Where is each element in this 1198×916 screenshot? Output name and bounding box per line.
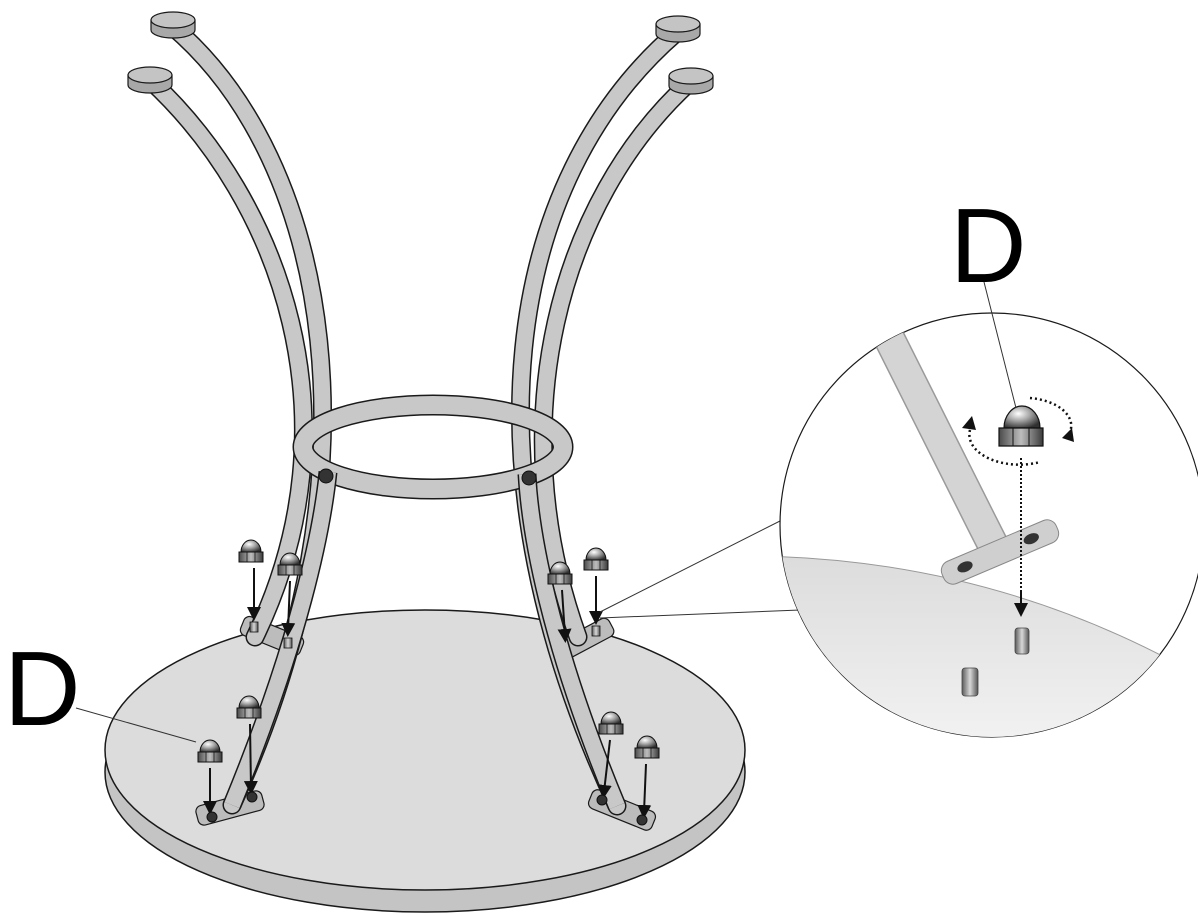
foot-cap [127,66,173,94]
down-arrow-icon [281,580,296,637]
support-ring [223,394,626,810]
stud [249,621,259,633]
detail-magnifier [779,312,1198,738]
detail-leader-lines [599,519,801,619]
rotate-arrows-icon [962,396,1074,466]
part-label-main: D [4,630,81,748]
down-arrow-icon [637,763,652,819]
cap-nuts-main [197,539,660,826]
stud [246,791,258,803]
stud [206,811,218,823]
foot-cap [150,11,196,39]
foot-cap [655,15,701,43]
leg-feet [127,11,714,95]
stud [1014,627,1030,655]
down-arrow-icon [243,723,258,795]
callout-leaders [75,281,1017,743]
tabletop-surface [104,609,746,891]
cap-nut-icon [998,405,1044,447]
part-label-detail: D [950,187,1027,305]
ring-bolt [521,470,537,486]
stud [596,794,608,806]
down-arrow-icon [557,589,572,643]
ring-bolt [318,468,334,484]
stud [591,625,601,637]
stud [961,667,979,697]
stud [283,637,293,649]
stud [636,814,648,826]
cap-nut-icon [238,539,264,563]
down-arrow-icon [597,739,612,799]
cap-nut-icon [583,547,609,571]
foot-cap [668,67,714,95]
